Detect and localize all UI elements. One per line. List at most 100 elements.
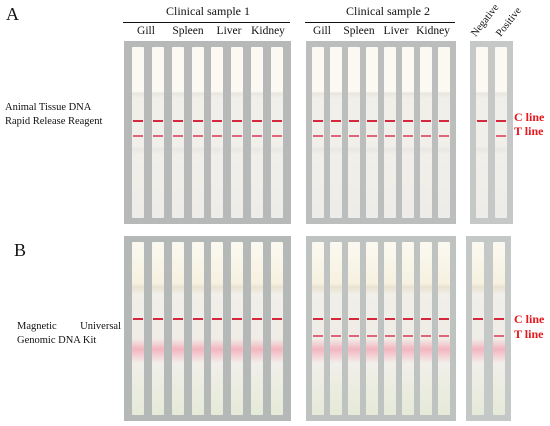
test-strip (384, 242, 396, 415)
test-strip (472, 242, 484, 415)
c-line-band (252, 120, 262, 122)
t-line-band (331, 335, 341, 337)
test-strip (251, 242, 263, 415)
test-strip (172, 242, 184, 415)
test-strip (476, 47, 488, 218)
test-strip (384, 47, 396, 218)
test-strip (271, 242, 283, 415)
test-strip (366, 47, 378, 218)
test-strip (438, 242, 450, 415)
t-line-band (252, 135, 262, 137)
t-line-band (272, 135, 282, 137)
t-line-band (349, 335, 359, 337)
c-line-band (421, 318, 431, 320)
c-line-band (473, 318, 483, 320)
panel-b-label: B (14, 240, 27, 260)
c-line-band (173, 318, 183, 320)
c-line-band (439, 318, 449, 320)
group-divider-sample-1 (123, 22, 290, 23)
t-line-band (212, 135, 222, 137)
c-line-band (212, 318, 222, 320)
t-line-band (313, 135, 323, 137)
c-line-band (349, 120, 359, 122)
test-strip (330, 242, 342, 415)
c-line-band (349, 318, 359, 320)
c-line-band (252, 318, 262, 320)
c-line-band (193, 318, 203, 320)
t-line-band (494, 335, 504, 337)
organ-label: Liver (216, 25, 242, 37)
photo-b-sample-2 (306, 236, 456, 421)
t-line-band (367, 135, 377, 137)
test-strip (495, 47, 507, 218)
panel-a-label: A (6, 4, 19, 24)
test-strip (152, 242, 164, 415)
test-strip (402, 47, 414, 218)
test-strip (251, 47, 263, 218)
organ-label: Liver (383, 25, 409, 37)
c-line-band (494, 318, 504, 320)
method-label-b: Magnetic Universal Genomic DNA Kit (17, 321, 121, 346)
c-line-band (331, 120, 341, 122)
test-strip (366, 242, 378, 415)
test-strip (132, 47, 144, 218)
test-strip (271, 47, 283, 218)
c-line-band (193, 120, 203, 122)
t-line-band (349, 135, 359, 137)
c-line-band (153, 318, 163, 320)
t-line-band (403, 135, 413, 137)
c-line-band (439, 120, 449, 122)
test-strip (330, 47, 342, 218)
photo-b-sample-1 (124, 236, 291, 421)
t-line-band (385, 135, 395, 137)
photo-a-sample-2 (306, 41, 456, 224)
c-line-band (367, 120, 377, 122)
t-line-band (232, 135, 242, 137)
c-line-band (313, 120, 323, 122)
c-line-band (232, 318, 242, 320)
test-strip (348, 47, 360, 218)
t-line-band (496, 135, 506, 137)
test-strip (211, 47, 223, 218)
test-strip (312, 47, 324, 218)
c-line-band (272, 120, 282, 122)
test-strip (192, 47, 204, 218)
organ-label: Gill (137, 25, 155, 37)
test-strip (348, 242, 360, 415)
t-line-band (173, 135, 183, 137)
group-divider-sample-2 (305, 22, 455, 23)
test-strip (231, 242, 243, 415)
organ-label: Kidney (416, 25, 450, 37)
c-line-band (153, 120, 163, 122)
c-line-band (313, 318, 323, 320)
photo-a-sample-1 (124, 41, 291, 224)
c-line-label-a: C line (514, 110, 545, 124)
c-line-band (133, 120, 143, 122)
t-line-band (331, 135, 341, 137)
c-line-band (385, 318, 395, 320)
c-line-band (232, 120, 242, 122)
t-line-band (385, 335, 395, 337)
test-strip (402, 242, 414, 415)
group-title-sample-1: Clinical sample 1 (166, 4, 250, 18)
t-line-band (153, 135, 163, 137)
test-strip (211, 242, 223, 415)
t-line-label-a: T line (514, 124, 544, 138)
t-line-band (421, 335, 431, 337)
t-line-band (133, 135, 143, 137)
method-label-a: Animal Tissue DNA Rapid Release Reagent (5, 102, 103, 127)
c-line-band (173, 120, 183, 122)
test-strip (420, 242, 432, 415)
group-title-sample-2: Clinical sample 2 (346, 4, 430, 18)
test-strip (231, 47, 243, 218)
c-line-band (496, 120, 506, 122)
t-line-band (439, 335, 449, 337)
test-strip (152, 47, 164, 218)
c-line-band (367, 318, 377, 320)
t-line-label-b: T line (514, 327, 544, 341)
c-line-band (421, 120, 431, 122)
photo-b-controls (466, 236, 511, 421)
c-line-band (403, 318, 413, 320)
test-strip (132, 242, 144, 415)
organ-label: Spleen (343, 25, 375, 37)
